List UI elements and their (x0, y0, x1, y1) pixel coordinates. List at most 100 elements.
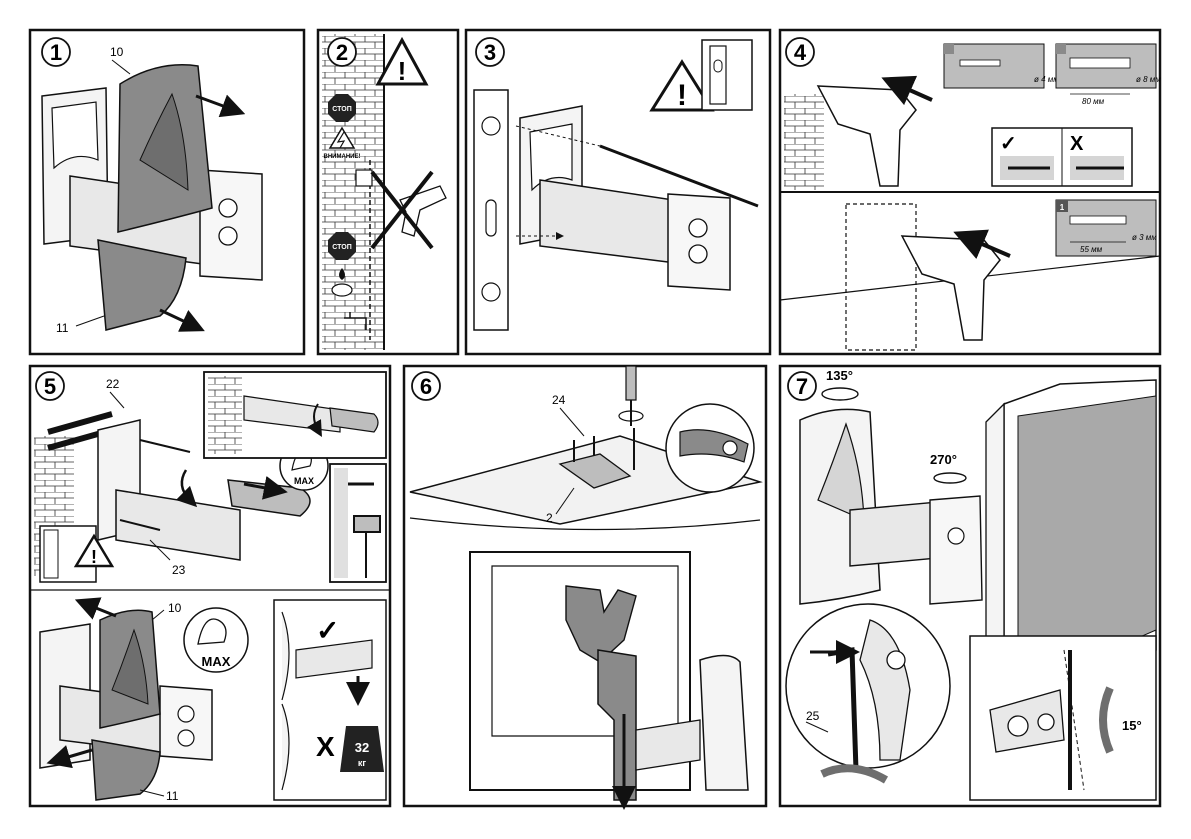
tilt-bracket (929, 495, 983, 605)
warning-icon (375, 36, 429, 86)
step-badge-5 (35, 371, 65, 401)
rotate-arrow-icon (820, 764, 889, 784)
callout-2: 2 (546, 511, 553, 525)
tilt-arrow-icon (1099, 686, 1114, 754)
bolt-icon (886, 650, 906, 670)
stop-sign-icon (328, 94, 356, 122)
mark-line (515, 125, 601, 147)
step-badge-4 (785, 37, 815, 67)
wall-plate-cutout (51, 101, 99, 170)
muscle-icon (197, 618, 227, 645)
cover-upper-recess (139, 92, 189, 191)
mount-arm (115, 489, 241, 561)
panel-4: 4 ø 4 мм 80 мм ø 8 мм ✓ X 1 (778, 28, 1161, 356)
stop-sign-text: СТОП (332, 106, 351, 113)
weight-icon (340, 726, 384, 772)
rotate-arrow-icon (307, 403, 322, 437)
bolt-icon (688, 244, 708, 264)
screw-head-icon (722, 440, 738, 456)
tv-bracket (199, 169, 263, 281)
bolt-icon (177, 705, 195, 723)
leader-line (139, 789, 165, 797)
check-icon: ✓ (1000, 133, 1017, 155)
pipe-icon (331, 283, 353, 297)
faucet-icon (344, 312, 367, 330)
callout-11-b: 11 (166, 789, 179, 803)
arrow-icon (46, 745, 93, 769)
bit-large-depth: 80 мм (1082, 97, 1105, 106)
bolt-icon (218, 226, 238, 246)
warning-mark: ! (398, 56, 407, 86)
angle-135: 135° (826, 368, 853, 383)
tv-bracket (159, 685, 213, 761)
bolt-icon (177, 729, 195, 747)
electric-hazard-icon (328, 126, 356, 149)
screw-icon (139, 439, 191, 453)
arrow-icon (159, 308, 205, 332)
leader-line (805, 721, 829, 733)
rotate-arrow-icon (933, 472, 967, 484)
panel-1: 1 10 11 (28, 28, 306, 356)
socket-icon (355, 169, 373, 187)
leader-line (555, 487, 575, 515)
step-number-7: 7 (796, 374, 808, 399)
max-load-unit: кг (358, 758, 367, 768)
wood-diameter: ø 3 мм (1132, 233, 1157, 242)
wrench-icon (329, 407, 379, 433)
bolt-icon (947, 527, 965, 545)
arrow-icon (881, 75, 933, 106)
check-icon-5: ✓ (316, 615, 339, 646)
step-number-4: 4 (794, 40, 807, 65)
step-badge-1 (41, 37, 71, 67)
warning-icon (73, 533, 115, 568)
step-badge-3 (475, 37, 505, 67)
prohibited-icon (370, 170, 434, 250)
tilt-guide (1063, 649, 1085, 791)
step-number-2: 2 (336, 40, 348, 65)
callout-22: 22 (106, 377, 120, 391)
arrow-icon (953, 229, 1011, 260)
warning-mark-3: ! (677, 79, 687, 112)
leader-line (75, 315, 105, 327)
wood-depth: 55 мм (1080, 245, 1103, 254)
rotate-arrow-icon (821, 387, 859, 401)
step-badge-7 (787, 371, 817, 401)
panel-7: 7 135° 270° 25 15° (778, 364, 1162, 808)
step-number-3: 3 (484, 40, 496, 65)
bit-large-diameter: ø 8 мм (1136, 75, 1161, 84)
arrow-icon (74, 597, 117, 620)
leader-line (111, 59, 131, 75)
bolt-icon (218, 198, 238, 218)
leader-line (149, 539, 171, 561)
strength-label-b: MAX (202, 654, 231, 669)
panel-6: 6 24 2 (402, 364, 768, 810)
screwdriver-icon (625, 365, 637, 401)
wall-plug (47, 411, 113, 435)
angle-15: 15° (1122, 718, 1142, 733)
panel-5: 5 22 23 MAX ! (28, 364, 392, 808)
panel-2: 2 ! СТОП ВНИМАНИЕ! СТОП (316, 28, 460, 356)
bolt-icon (1037, 713, 1055, 731)
tv-screen (1017, 395, 1157, 691)
cover-lower (97, 239, 187, 331)
step-badge-2 (327, 37, 357, 67)
bit-small-diameter: ø 4 мм (1034, 75, 1059, 84)
leader-line (559, 407, 585, 437)
water-drop-icon (339, 268, 345, 280)
cover-lower (91, 739, 161, 801)
vesa-plate (558, 453, 632, 489)
stop-sign-text-2: СТОП (332, 244, 351, 251)
arrow-icon (195, 94, 246, 118)
callout-11: 11 (56, 321, 69, 335)
leader-line (151, 609, 165, 621)
bolt-icon (1007, 715, 1029, 737)
callout-10: 10 (110, 45, 124, 59)
screw-icon (119, 519, 161, 531)
max-load-value: 32 (355, 740, 369, 755)
step-number-6: 6 (420, 374, 432, 399)
warning-sign-text: ВНИМАНИЕ! (324, 154, 361, 160)
stop-sign-icon (328, 232, 356, 260)
callout-24: 24 (552, 393, 566, 407)
cross-icon-5: X (316, 731, 335, 762)
callout-10-b: 10 (168, 601, 182, 615)
